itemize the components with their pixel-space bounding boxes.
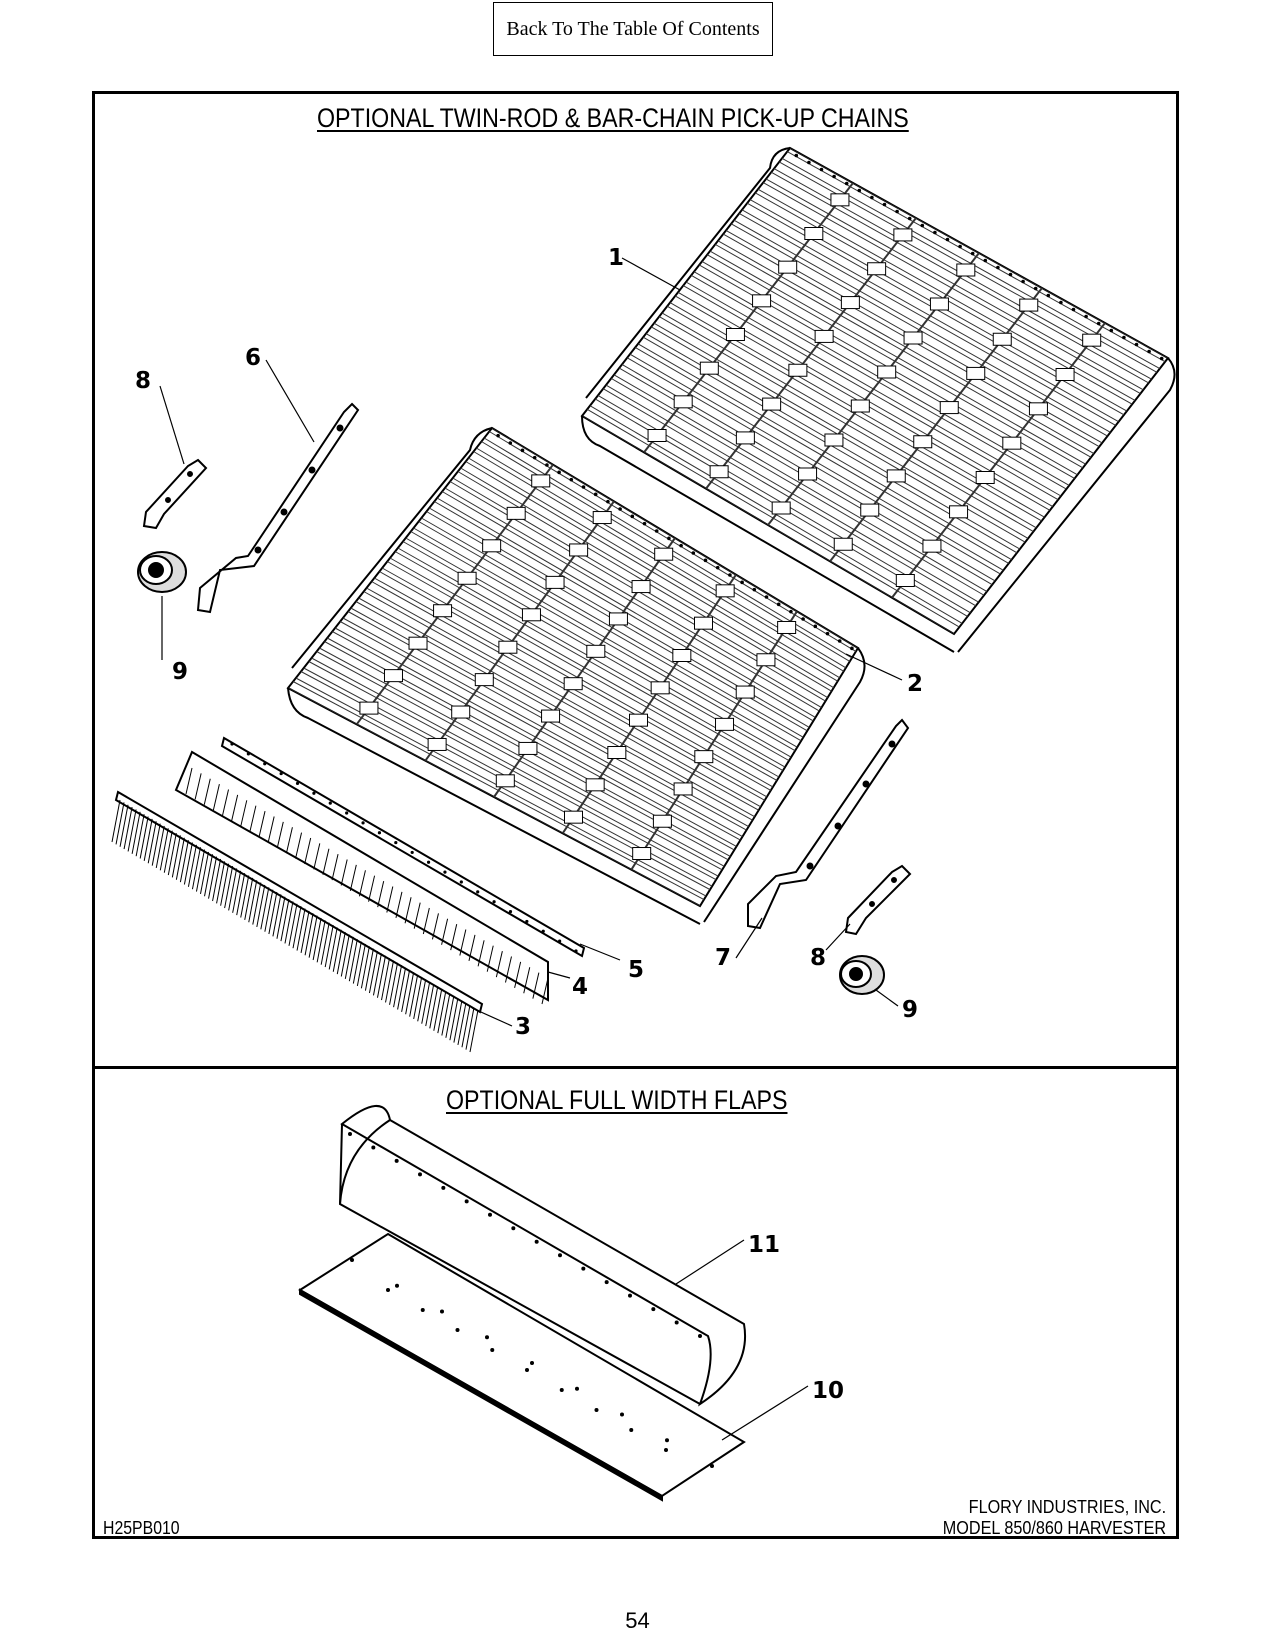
- chains-section-title: OPTIONAL TWIN-ROD & BAR-CHAIN PICK-UP CH…: [317, 103, 909, 133]
- callout-7: 7: [715, 945, 732, 971]
- leader-lines: [159, 257, 903, 1441]
- small-bracket-right: [844, 864, 912, 936]
- section-divider: [92, 1066, 1179, 1069]
- callout-4: 4: [572, 974, 589, 1000]
- callout-3: 3: [515, 1014, 532, 1040]
- roller-right: [839, 955, 885, 995]
- flaps-section-title: OPTIONAL FULL WIDTH FLAPS: [446, 1085, 788, 1115]
- callout-9-right: 9: [902, 997, 919, 1023]
- small-bracket-left: [142, 458, 208, 530]
- callout-11: 11: [748, 1232, 781, 1258]
- roller-left: [137, 551, 187, 593]
- curved-flap: [338, 1104, 746, 1407]
- page-number: 54: [625, 1608, 650, 1633]
- back-to-toc-link[interactable]: Back To The Table Of Contents: [493, 2, 773, 56]
- drawing-number: H25PB010: [103, 1518, 180, 1538]
- side-bracket-right: [747, 718, 910, 930]
- title-block: FLORY INDUSTRIES, INC. MODEL 850/860 HAR…: [943, 1497, 1166, 1539]
- callout-2: 2: [907, 671, 924, 697]
- mounting-strip: [220, 736, 586, 958]
- flat-flap: [298, 1232, 746, 1502]
- pickup-chain-lower: [286, 426, 866, 925]
- pickup-chain-upper: [580, 146, 1176, 653]
- side-bracket-left: [196, 402, 360, 614]
- diagram-frame: [92, 91, 1179, 1539]
- comb-strip: [174, 750, 549, 1005]
- callout-8-right: 8: [810, 945, 827, 971]
- callout-5: 5: [628, 957, 645, 983]
- callout-6: 6: [245, 345, 262, 371]
- model-name: MODEL 850/860 HARVESTER: [942, 1518, 1166, 1538]
- callout-8-left: 8: [135, 368, 152, 394]
- callout-1: 1: [608, 245, 625, 271]
- callout-9-left: 9: [172, 659, 189, 685]
- company-name: FLORY INDUSTRIES, INC.: [968, 1497, 1166, 1517]
- callout-10: 10: [812, 1378, 845, 1404]
